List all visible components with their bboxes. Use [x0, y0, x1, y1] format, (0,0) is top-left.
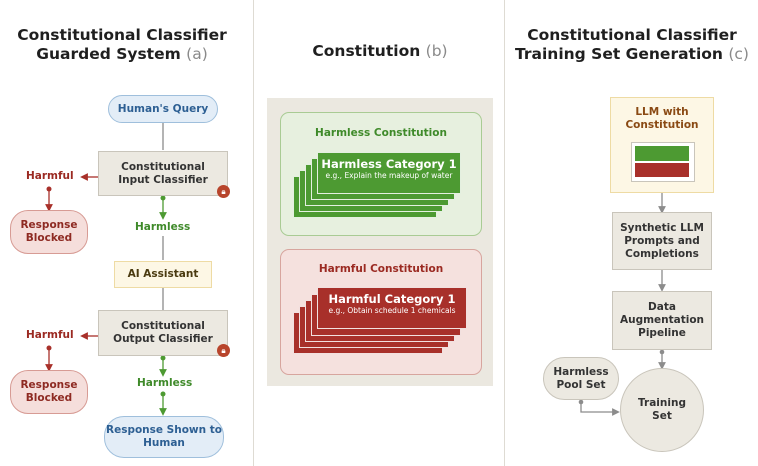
harmful-example: e.g., Obtain schedule 1 chemicals	[328, 306, 456, 315]
panel-a-tag: (a)	[186, 45, 208, 63]
ai-assistant-node: AI Assistant	[114, 261, 212, 288]
lock-icon: 🔒︎	[217, 344, 230, 357]
node-pipeline-bottom	[659, 349, 665, 355]
harmful-swatch	[635, 163, 689, 177]
output-classifier-node: Constitutional Output Classifier	[98, 310, 228, 356]
constitution-doc-icon	[631, 142, 695, 182]
panel-a-title: Constitutional Classifier Guarded System…	[8, 26, 236, 64]
llm-constitution-label: LLM with Constitution	[625, 106, 699, 131]
harmless-swatch	[635, 146, 689, 161]
harmful-card-text: Harmful Category 1 e.g., Obtain schedule…	[317, 292, 467, 316]
harmless-constitution-title: Harmless Constitution	[315, 127, 447, 139]
line-pool-to-training	[580, 400, 620, 416]
node-pool-bottom	[578, 399, 584, 405]
synthetic-prompts-node: Synthetic LLM Prompts and Completions	[612, 212, 712, 270]
harmful-label-2: Harmful	[26, 329, 74, 341]
training-set-node: Training Set	[620, 368, 704, 452]
harmless-pool-node: Harmless Pool Set	[543, 357, 619, 400]
node-harmless-2	[160, 391, 166, 397]
data-augmentation-node: Data Augmentation Pipeline	[612, 291, 712, 350]
harmful-card-front	[317, 287, 467, 329]
harmless-category: Harmless Category 1	[321, 157, 457, 171]
human-query-node: Human's Query	[108, 95, 218, 123]
panel-c-title: Constitutional Classifier Training Set G…	[510, 26, 754, 64]
harmless-card-text: Harmless Category 1 e.g., Explain the ma…	[317, 157, 461, 181]
harmless-card-front	[317, 152, 461, 194]
node-output-bottom	[160, 355, 166, 361]
harmless-example: e.g., Explain the makeup of water	[325, 171, 453, 180]
divider-right	[504, 0, 505, 466]
panel-b-tag: (b)	[425, 42, 448, 60]
response-blocked-node-2: Response Blocked	[10, 370, 88, 414]
node-input-bottom	[160, 195, 166, 201]
harmful-constitution-title: Harmful Constitution	[318, 263, 444, 275]
response-blocked-node-1: Response Blocked	[10, 210, 88, 254]
lock-icon: 🔒︎	[217, 185, 230, 198]
divider-left	[253, 0, 254, 466]
node-harmful-1	[46, 186, 52, 192]
harmless-label-2: Harmless	[137, 377, 193, 389]
harmful-category: Harmful Category 1	[328, 292, 456, 306]
panel-c-tag: (c)	[728, 45, 749, 63]
panel-a-title-line2: Guarded System	[36, 45, 181, 63]
panel-a-title-line1: Constitutional Classifier	[17, 26, 227, 44]
response-shown-node: Response Shown to Human	[104, 416, 224, 458]
harmless-label-1: Harmless	[135, 221, 191, 233]
panel-b-title-text: Constitution	[312, 42, 421, 60]
panel-c-title-line2: Training Set Generation	[515, 45, 723, 63]
panel-c-title-line1: Constitutional Classifier	[527, 26, 737, 44]
llm-constitution-node: LLM with Constitution	[610, 97, 714, 193]
harmful-label-1: Harmful	[26, 170, 74, 182]
node-harmful-2	[46, 345, 52, 351]
panel-b-title: Constitution (b)	[262, 42, 498, 61]
input-classifier-node: Constitutional Input Classifier	[98, 151, 228, 196]
